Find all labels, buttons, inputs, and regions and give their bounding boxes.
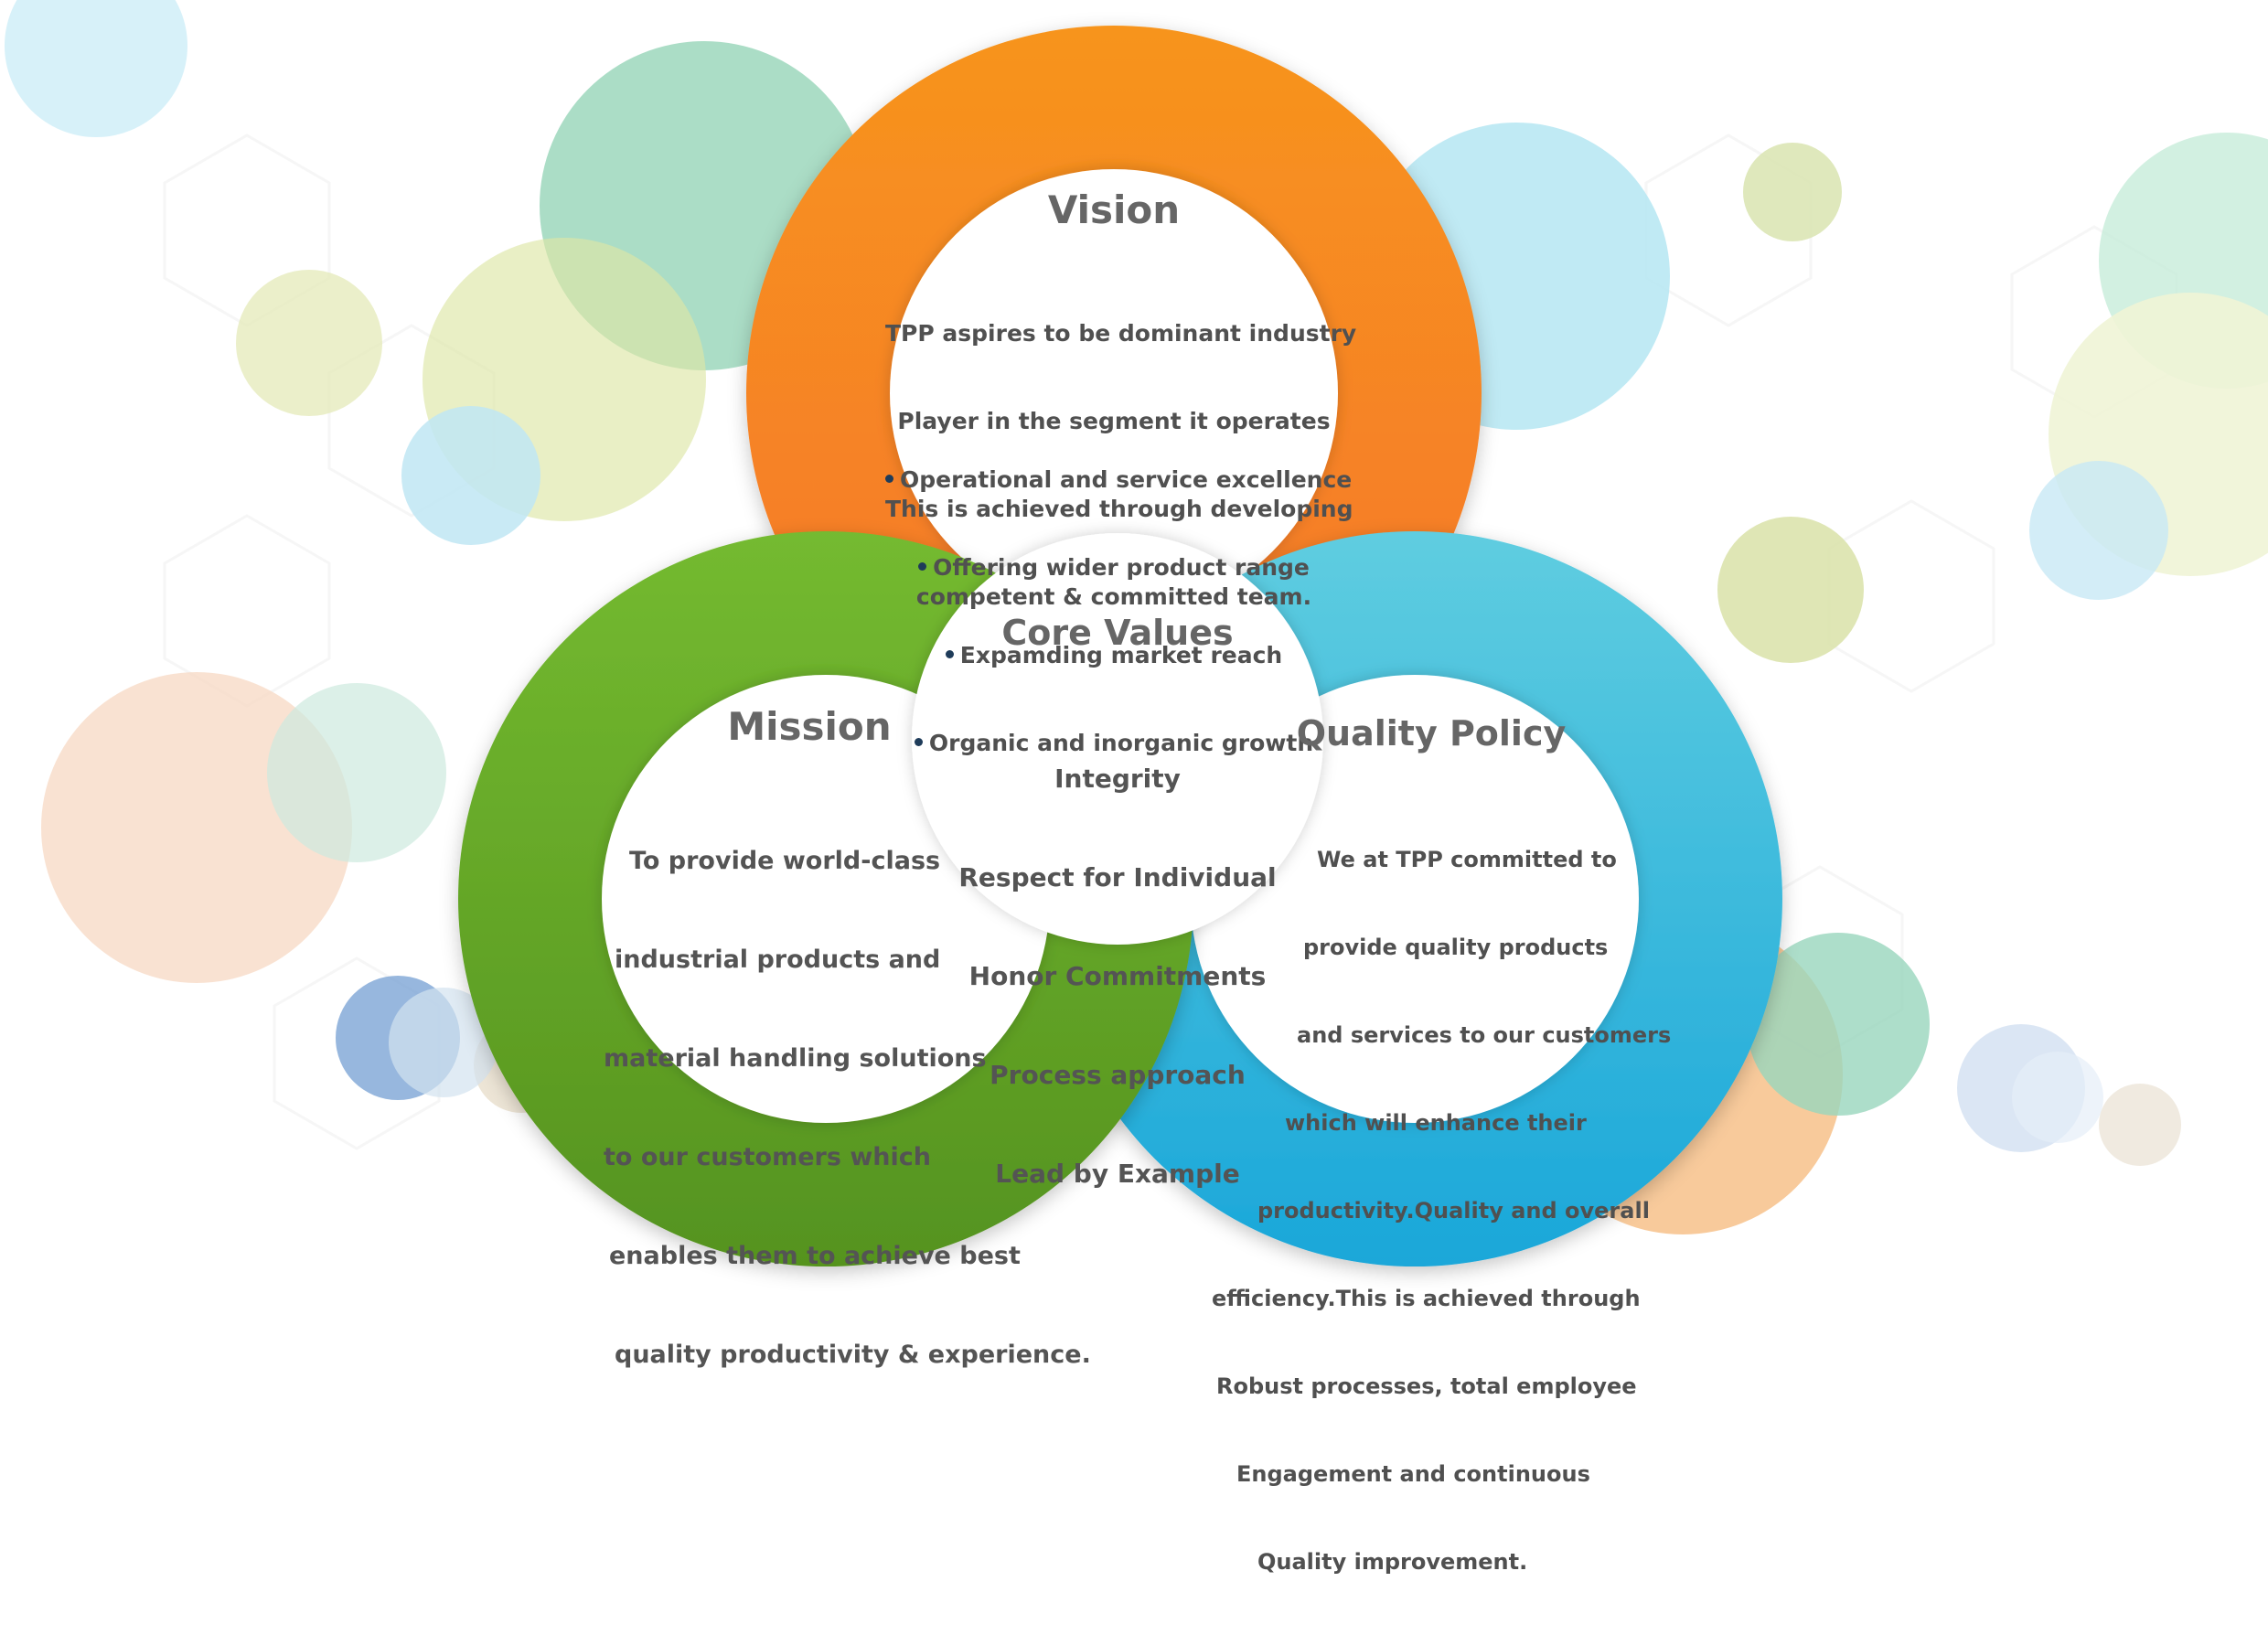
bubble [236,270,382,416]
vision-bullets: Operational and service excellence Offer… [885,407,1352,817]
core-value-item: Honor Commitments [968,961,1267,991]
bubble [267,683,446,862]
quality-policy-description: We at TPP committed to provide quality p… [1207,786,1672,1635]
vision-bullet-item: Organic and inorganic growth [885,729,1343,758]
vision-line: Player in the segment it operates [897,408,1331,434]
diagram-canvas: Vision TPP aspires to be dominant indust… [5,0,2268,1575]
bullet-icon [918,561,927,571]
core-values-list: Integrity Respect for Individual Honor C… [935,697,1300,1256]
core-values-circle [912,533,1323,945]
vision-bullet-item: Expamding market reach [885,641,1343,670]
core-value-item: Respect for Individual [958,862,1277,892]
quality-policy-line: efficiency.This is achieved through [1212,1286,1641,1311]
bubble [2012,1052,2103,1143]
bullet-icon [945,649,954,658]
bubble [1747,933,1930,1116]
mission-line: material handling solutions [604,1044,987,1073]
vision-title: Vision [1047,187,1181,232]
quality-policy-title: Quality Policy [1296,713,1567,753]
quality-policy-line: which will enhance their [1285,1110,1587,1136]
quality-policy-line: We at TPP committed to [1317,847,1617,872]
core-value-item: Process approach [990,1060,1246,1090]
quality-policy-line: Engagement and continuous [1236,1461,1590,1487]
bubble [389,988,498,1097]
mission-description: To provide world-class industrial produc… [594,779,1091,1437]
vision-line: competent & committed team. [915,583,1312,610]
bubble [2099,1084,2181,1166]
vision-bullet-item: Offering wider product range [885,553,1343,582]
mission-line: To provide world-class [629,847,941,875]
mission-line: industrial products and [615,946,941,974]
quality-policy-line: and services to our customers [1297,1022,1672,1048]
vision-description: TPP aspires to be dominant industry Play… [885,261,1357,670]
vision-line: This is achieved through developing [885,496,1353,522]
bubble [401,406,540,545]
mission-title: Mission [727,704,892,749]
quality-policy-line: productivity.Quality and overall [1257,1198,1650,1224]
bubble [1717,517,1864,663]
mission-line: quality productivity & experience. [615,1341,1091,1369]
bubble [2029,461,2168,600]
mission-line: to our customers which [604,1143,931,1171]
bubble [1743,143,1842,241]
quality-policy-line: Quality improvement. [1257,1549,1528,1575]
diagram-artwork [5,0,2268,1266]
vision-bullet-item: Operational and service excellence [885,465,1352,495]
mission-line: enables them to achieve best [609,1242,1021,1270]
quality-policy-line: provide quality products [1303,935,1609,960]
bubble [5,0,187,137]
core-value-item: Lead by Example [995,1159,1240,1189]
core-values-title: Core Values [1001,613,1234,653]
vision-line: TPP aspires to be dominant industry [885,320,1357,347]
core-value-item: Integrity [1054,764,1181,794]
bullet-icon [914,737,923,746]
bullet-icon [885,474,893,483]
quality-policy-line: Robust processes, total employee [1216,1373,1637,1399]
